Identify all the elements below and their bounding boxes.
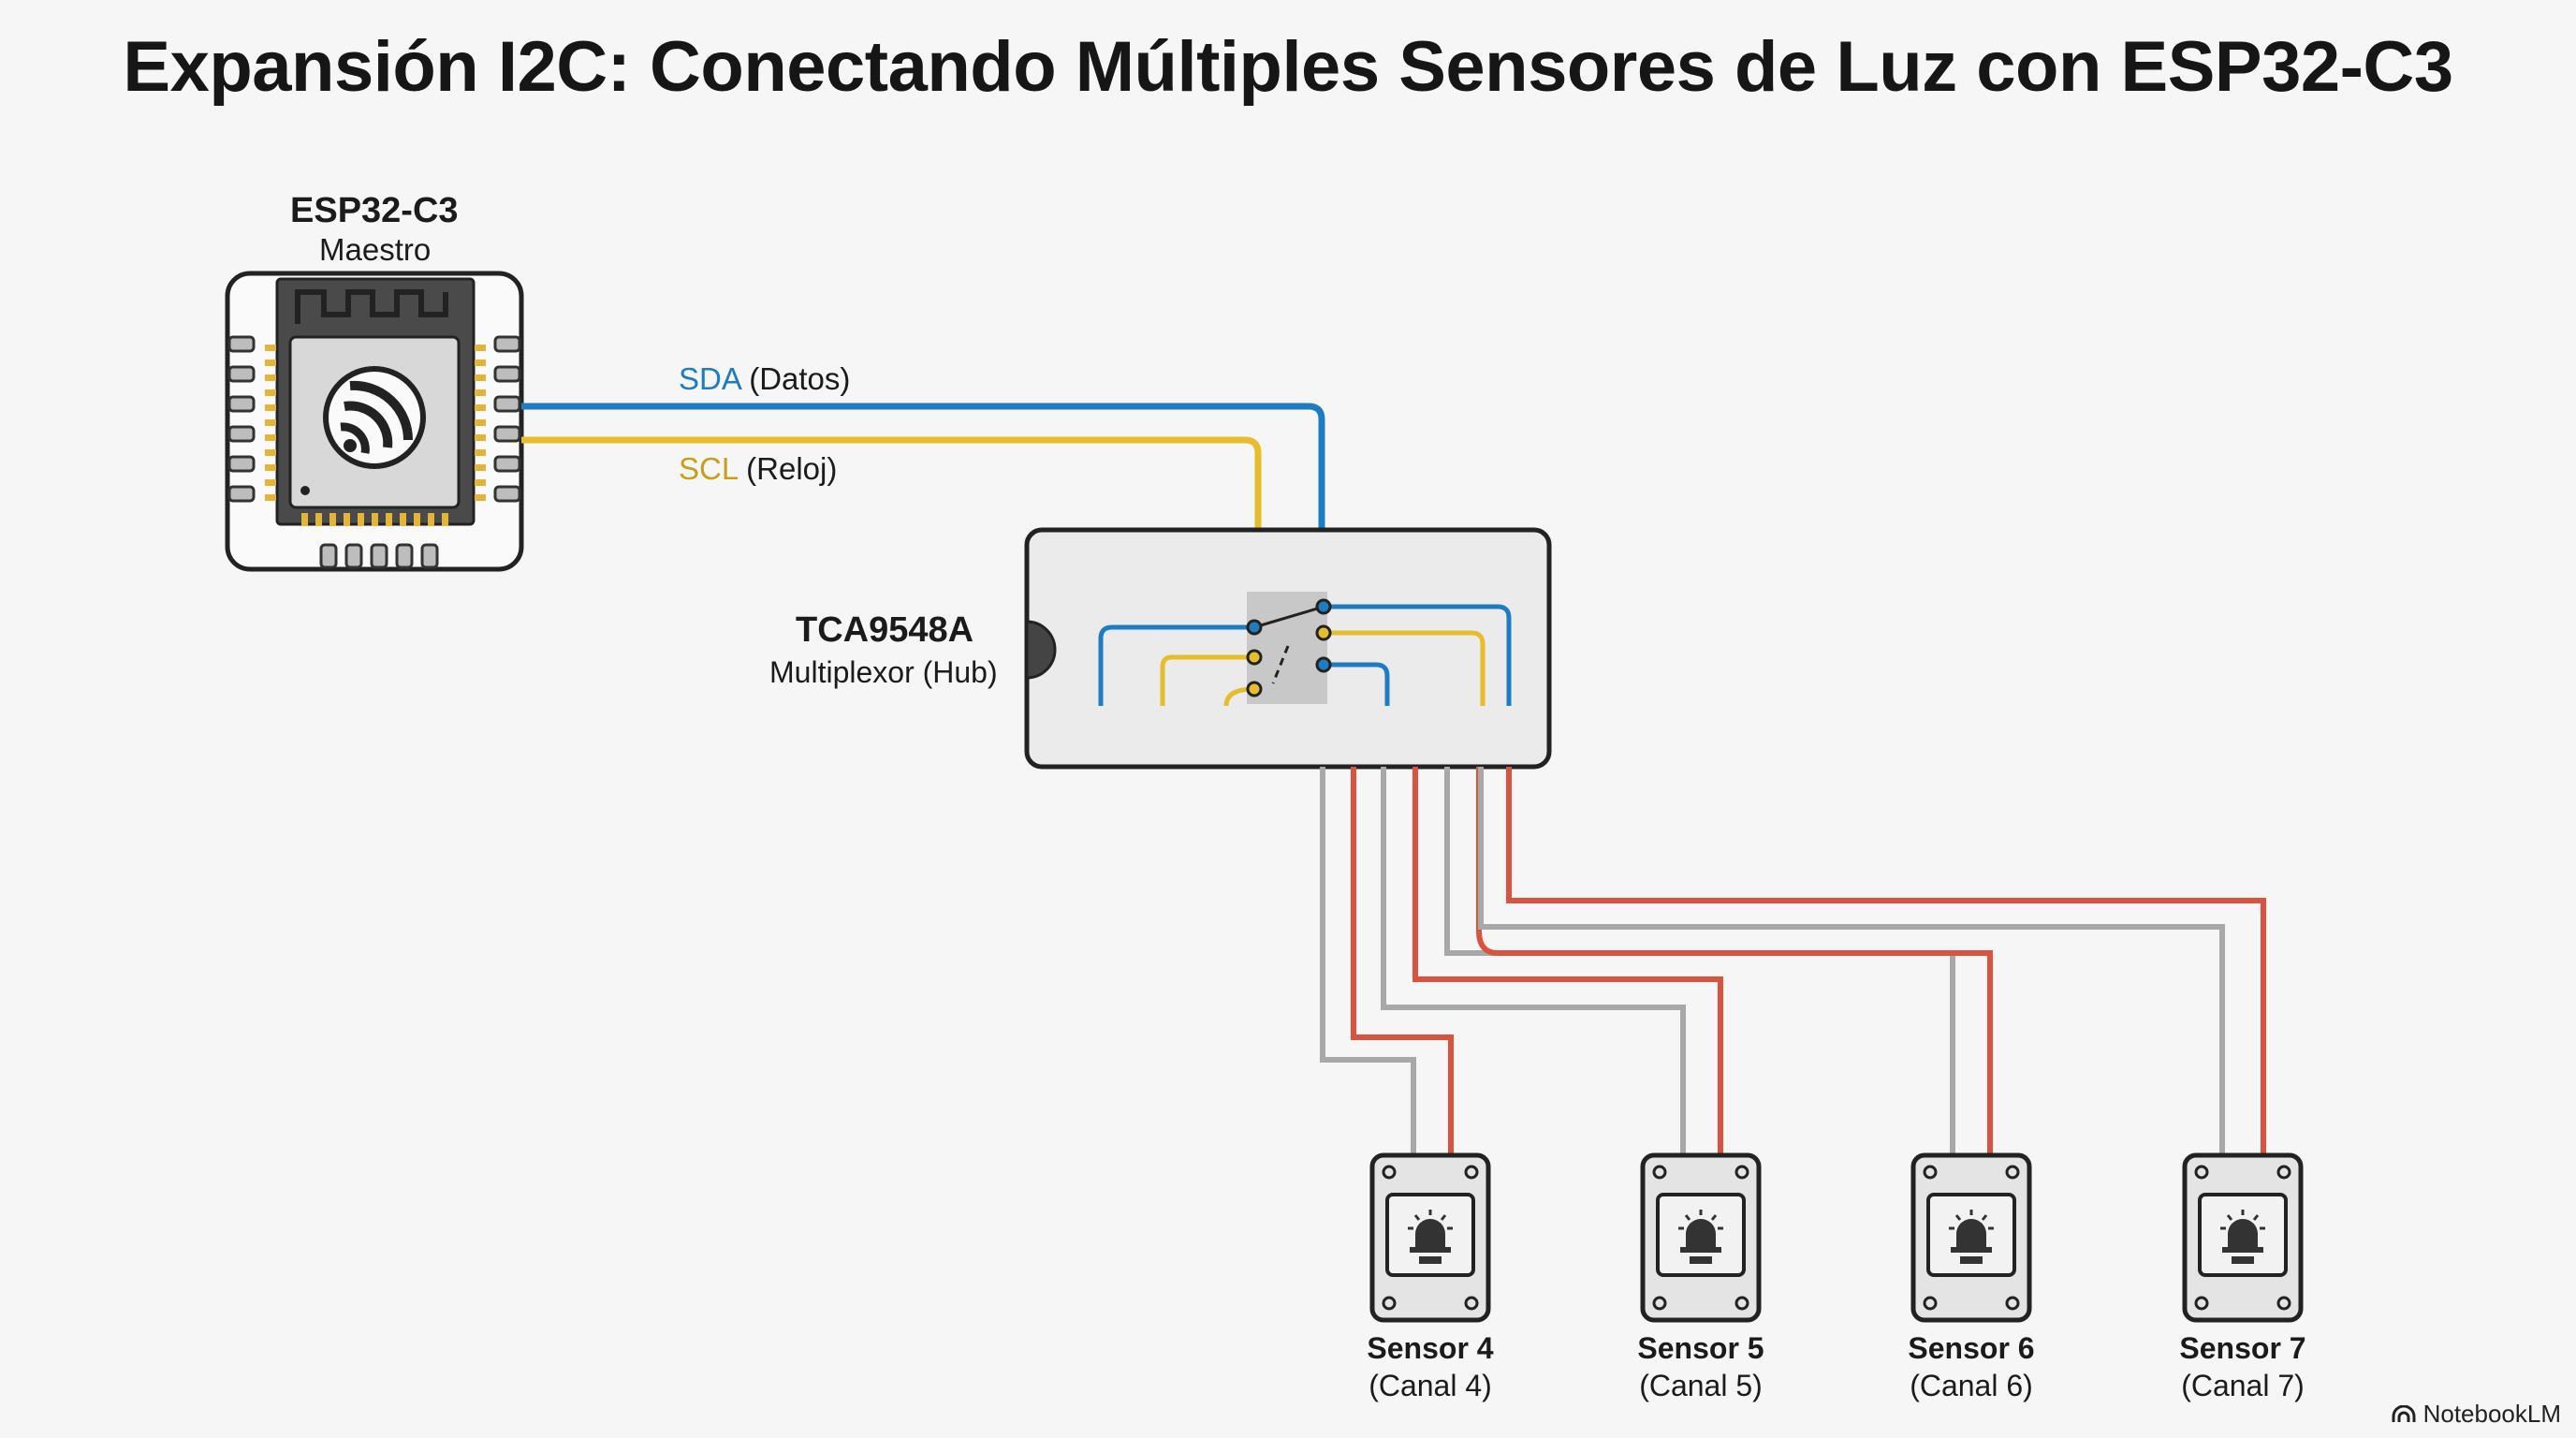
sensor-name: Sensor 7 <box>2179 1331 2306 1365</box>
ch4-red-wire <box>1351 767 1454 1157</box>
sensor-channel: (Canal 4) <box>1368 1369 1492 1402</box>
diagram-title: Expansión I2C: Conectando Múltiples Sens… <box>123 27 2453 107</box>
brand-name: NotebookLM <box>2422 1400 2561 1428</box>
scl-label: SCL (Reloj) <box>679 451 837 487</box>
sensor-module-7 <box>2182 1152 2304 1323</box>
sensor-name: Sensor 5 <box>1637 1331 1764 1365</box>
multiplexer-chip <box>1024 527 1552 770</box>
sensor-name: Sensor 6 <box>1908 1331 2035 1365</box>
brand-watermark: NotebookLM <box>2392 1400 2561 1429</box>
ch5-red-wire <box>1412 767 1723 1157</box>
channel-wires <box>1320 767 2266 1157</box>
sda-signal: SDA <box>679 361 741 396</box>
sensor-channel: (Canal 5) <box>1639 1369 1763 1402</box>
scl-signal: SCL <box>679 451 738 486</box>
ch5-gray-wire <box>1381 767 1686 1157</box>
ch6-gray-wire <box>1444 767 1955 1157</box>
ch6-red-wire <box>1449 767 1460 955</box>
sda-wire <box>521 403 1325 530</box>
sensor-channel: (Canal 6) <box>1910 1369 2033 1402</box>
sensor-label-4: Sensor 4 (Canal 4) <box>1327 1329 1533 1404</box>
sda-desc: (Datos) <box>740 361 851 396</box>
sda-label: SDA (Datos) <box>679 361 850 397</box>
notebooklm-logo-icon <box>2392 1404 2416 1422</box>
sensor-label-6: Sensor 6 (Canal 6) <box>1868 1329 2074 1404</box>
sensor-module-5 <box>1640 1152 1762 1323</box>
multiplexer-name: TCA9548A <box>796 610 974 650</box>
ch7-gray-wire <box>1478 767 2225 1157</box>
master-role: Maestro <box>319 232 432 267</box>
multiplexer-role: Multiplexor (Hub) <box>769 655 998 689</box>
sensor-label-5: Sensor 5 (Canal 5) <box>1598 1329 1804 1404</box>
scl-wire <box>521 436 1262 530</box>
sensor-module-4 <box>1369 1152 1491 1323</box>
ch6-red-wire <box>1476 767 1993 1157</box>
espressif-logo-icon <box>323 366 426 469</box>
sensor-module-6 <box>1910 1152 2032 1323</box>
ch7-red-wire <box>1506 767 2266 1157</box>
scl-desc: (Reloj) <box>737 451 838 486</box>
sensor-label-7: Sensor 7 (Canal 7) <box>2140 1329 2346 1404</box>
sensor-channel: (Canal 7) <box>2181 1369 2305 1402</box>
master-name: ESP32-C3 <box>290 191 459 230</box>
sensor-name: Sensor 4 <box>1367 1331 1494 1365</box>
ch4-gray-wire <box>1320 767 1416 1157</box>
